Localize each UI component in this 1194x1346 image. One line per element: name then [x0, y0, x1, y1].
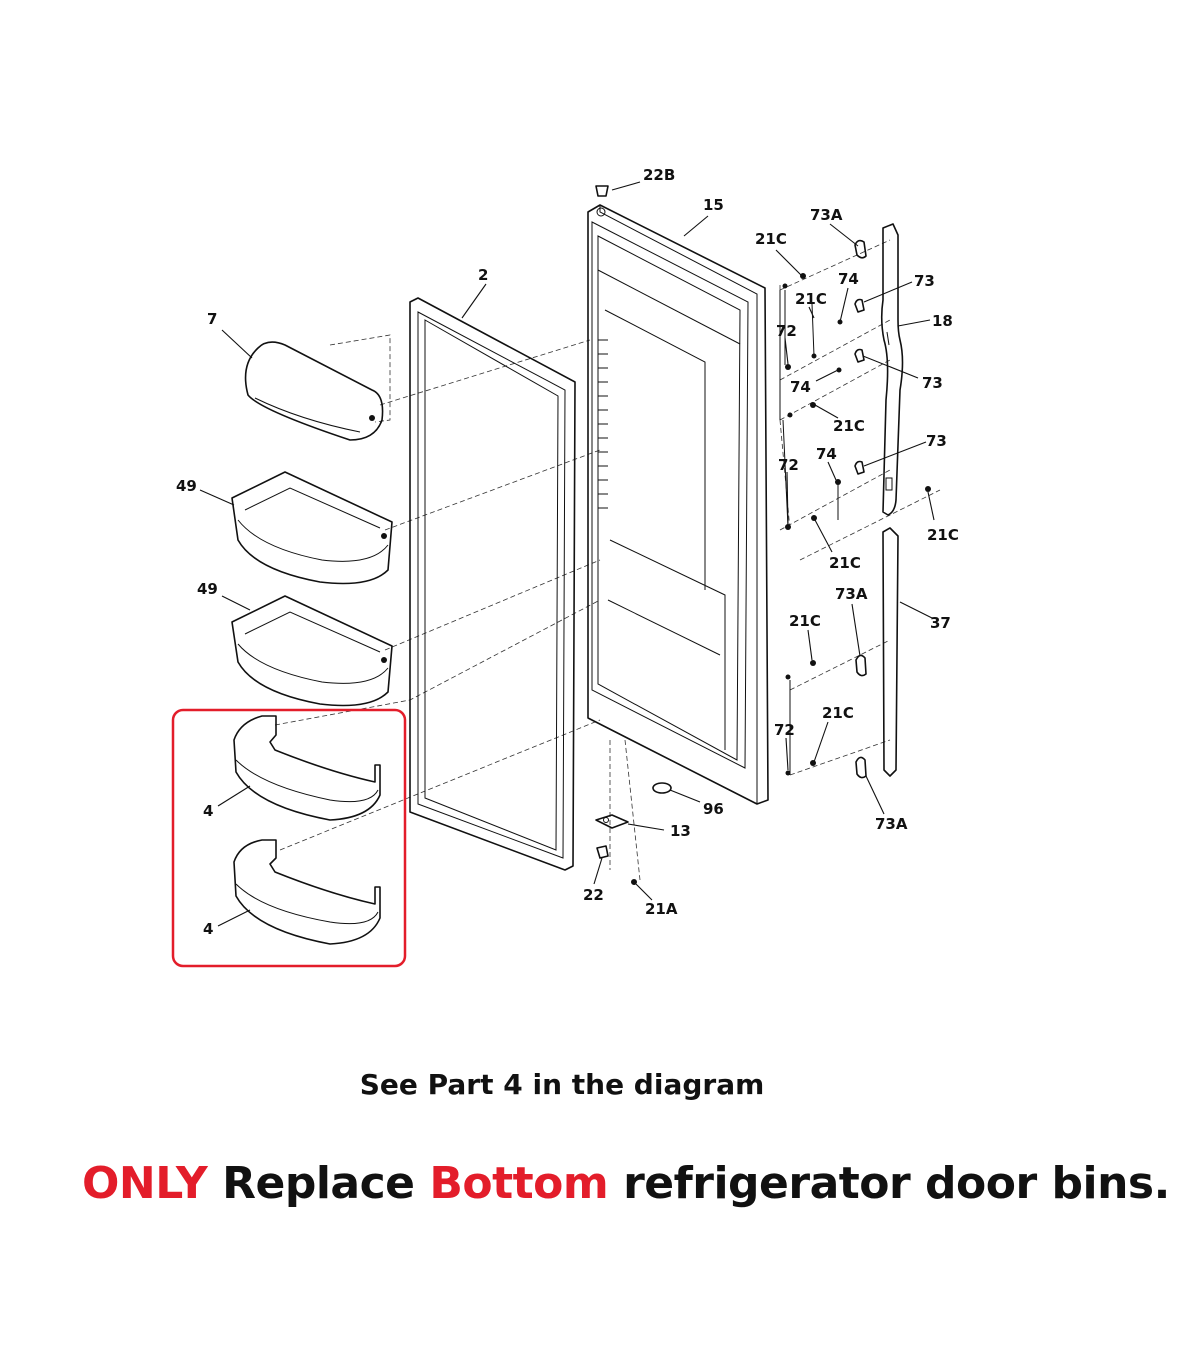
part-49-lower-door-bin	[231, 595, 393, 707]
label-73-c: 73	[926, 432, 947, 450]
label-74-a: 74	[838, 270, 859, 288]
headline-replace: Replace	[207, 1158, 430, 1209]
label-4-a: 4	[203, 802, 213, 820]
part-7-dairy-compartment	[244, 341, 384, 441]
part-22-bushing	[596, 845, 609, 859]
label-13: 13	[670, 822, 691, 840]
part-96-plug	[652, 782, 672, 794]
part-21a-screw	[631, 879, 637, 885]
fasteners	[779, 273, 931, 776]
diagram-caption: See Part 4 in the diagram	[359, 1068, 765, 1101]
label-21c-b: 21C	[795, 290, 827, 308]
label-49-a: 49	[176, 477, 197, 495]
label-73a-bot: 73A	[875, 815, 908, 833]
label-21a: 21A	[645, 900, 678, 918]
label-21c-e: 21C	[829, 554, 861, 572]
part-2-door-gasket	[409, 297, 576, 871]
part-4-upper-bottom-bin	[233, 715, 381, 821]
label-72-a: 72	[776, 322, 797, 340]
label-18: 18	[932, 312, 953, 330]
replacement-headline: ONLY Replace Bottom refrigerator door bi…	[82, 1158, 1170, 1209]
label-7: 7	[207, 310, 217, 328]
label-37: 37	[930, 614, 951, 632]
label-49-b: 49	[197, 580, 218, 598]
part-13-hinge	[595, 814, 629, 829]
label-73-b: 73	[922, 374, 943, 392]
clips-73-73a	[854, 239, 867, 779]
leader-lines	[199, 181, 935, 927]
part-4-highlight-box	[171, 708, 407, 968]
label-15: 15	[703, 196, 724, 214]
part-37-lower-handle	[882, 527, 899, 777]
label-22: 22	[583, 886, 604, 904]
part-4-lower-bottom-bin	[233, 839, 381, 945]
door-shelf-notches	[598, 339, 608, 509]
part-49-upper-door-bin	[231, 471, 393, 585]
headline-bottom: Bottom	[429, 1158, 609, 1209]
label-21c-g: 21C	[822, 704, 854, 722]
headline-rest: refrigerator door bins.	[608, 1158, 1170, 1209]
label-21c-f: 21C	[789, 612, 821, 630]
label-72-b: 72	[778, 456, 799, 474]
label-21c-d: 21C	[927, 526, 959, 544]
label-21c-a: 21C	[755, 230, 787, 248]
part-18-upper-handle	[880, 223, 904, 516]
alignment-lines	[274, 239, 941, 881]
label-2: 2	[478, 266, 488, 284]
label-73-a: 73	[914, 272, 935, 290]
label-74-c: 74	[816, 445, 837, 463]
label-74-b: 74	[790, 378, 811, 396]
part-labels: 22B 15 73A 21C 2 74 73 21C 18 7 72 74 73…	[176, 166, 959, 938]
label-4-b: 4	[203, 920, 213, 938]
part-22b-plug	[595, 185, 609, 197]
label-72-c: 72	[774, 721, 795, 739]
label-96: 96	[703, 800, 724, 818]
label-21c-c: 21C	[833, 417, 865, 435]
label-73a-mid: 73A	[835, 585, 868, 603]
label-22b: 22B	[643, 166, 675, 184]
label-73a-top: 73A	[810, 206, 843, 224]
part-15-refrigerator-door	[587, 204, 769, 805]
headline-only: ONLY	[82, 1158, 208, 1209]
